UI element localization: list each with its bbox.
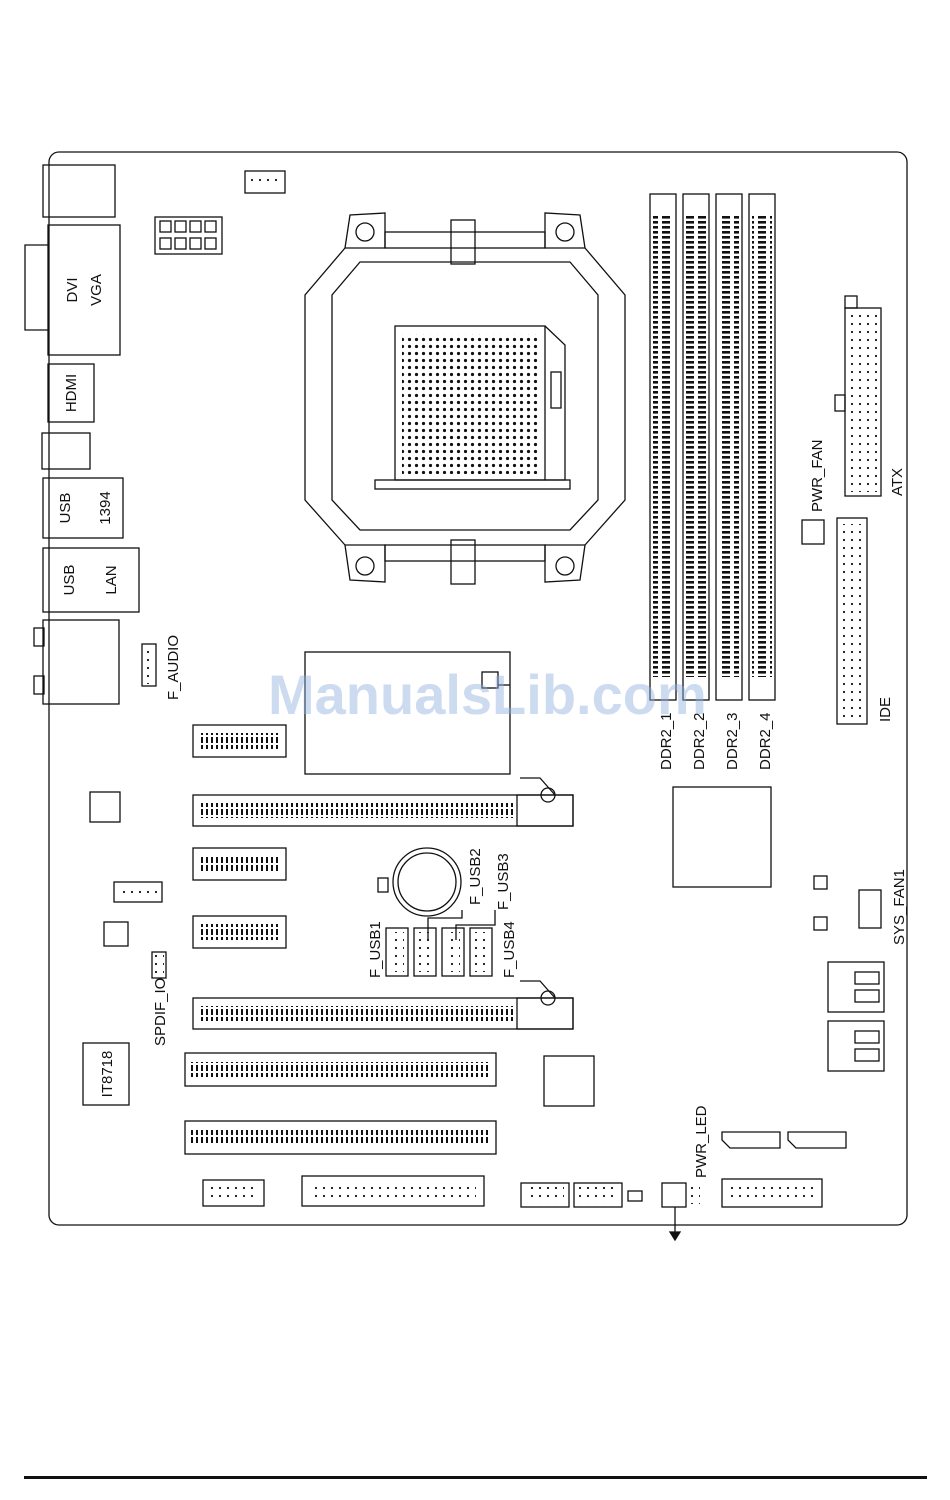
clr-cmos-jumper (378, 878, 388, 892)
pci-slot-2 (185, 1121, 496, 1154)
pwr-fan-header (802, 520, 824, 544)
cmos-battery (393, 848, 461, 916)
sata-port-2 (828, 1021, 884, 1071)
pcie-x1-slot-2 (193, 848, 286, 880)
f-usb3-header (442, 928, 464, 976)
f-usb1-header (386, 928, 408, 976)
bottom-usb-header-1 (521, 1183, 569, 1207)
small-chip-2 (104, 922, 128, 946)
pcie-x16-slot-1 (193, 778, 573, 826)
ddr2-slot-1 (650, 194, 676, 700)
watermark: ManualsLib.com (268, 663, 707, 726)
ddr2-slot-2 (683, 194, 709, 700)
pwr-led-header (662, 1183, 700, 1240)
label-ddr2-3: DDR2_3 (724, 712, 741, 770)
sata-port-3 (722, 1132, 780, 1148)
label-pwr-fan: PWR_FAN (809, 439, 826, 512)
label-it8718: IT8718 (99, 1051, 116, 1098)
f-audio-header (142, 644, 156, 686)
bottom-jumper (628, 1191, 642, 1201)
sys-fan1-header (859, 890, 881, 928)
usb-lan-port (43, 548, 139, 612)
ps2-port (43, 165, 115, 217)
label-pwr-led: PWR_LED (693, 1105, 710, 1178)
label-f-usb1: F_USB1 (367, 921, 384, 978)
label-1394: 1394 (97, 491, 114, 524)
label-ide: IDE (877, 697, 894, 722)
cpu-socket (375, 326, 570, 489)
f-usb4-header (470, 928, 492, 976)
label-ddr2-4: DDR2_4 (757, 712, 774, 770)
label-usb-1394: USB (57, 493, 74, 524)
pcie-x1-slot-3 (193, 916, 286, 948)
label-dvi: DVI (64, 277, 81, 302)
vga-connector-body (25, 245, 48, 330)
label-sys-fan1: SYS_FAN1 (891, 869, 908, 945)
label-vga: VGA (88, 274, 105, 306)
pci-slot-1 (185, 1053, 496, 1086)
label-f-usb4: F_USB4 (501, 921, 518, 978)
label-atx: ATX (889, 468, 906, 496)
ddr2-slot-4 (749, 194, 775, 700)
bottom-header-1 (203, 1180, 264, 1206)
label-f-usb3: F_USB3 (495, 853, 512, 910)
atx-12v-connector (155, 217, 222, 254)
label-usb-lan: USB (61, 565, 78, 596)
label-f-audio: F_AUDIO (165, 635, 182, 700)
led-1 (814, 876, 827, 889)
southbridge-chip (673, 787, 771, 887)
label-lan: LAN (103, 565, 120, 594)
sata-port-4 (788, 1132, 846, 1148)
ide-connector (837, 518, 867, 724)
label-f-usb2: F_USB2 (467, 848, 484, 905)
audio-jacks (43, 620, 119, 704)
floppy-connector (302, 1176, 484, 1206)
pcie-x1-slot-1 (193, 725, 286, 757)
f-usb2-header (414, 928, 436, 976)
dvi-vga-port (48, 225, 120, 355)
led-2 (814, 917, 827, 930)
label-spdif-io: SPDIF_IO (152, 978, 169, 1046)
spdif-io-header (152, 952, 166, 978)
small-chip-1 (90, 792, 120, 822)
ddr2-slot-3 (716, 194, 742, 700)
label-hdmi: HDMI (63, 374, 80, 412)
sata-port-1 (828, 962, 884, 1012)
pcie-x16-slot-2 (193, 981, 573, 1029)
bottom-usb-header-2 (574, 1183, 622, 1207)
page-bottom-rule (24, 1476, 927, 1479)
bios-chip (544, 1056, 594, 1106)
atx-power-connector (835, 296, 881, 496)
front-panel-header (722, 1179, 822, 1207)
